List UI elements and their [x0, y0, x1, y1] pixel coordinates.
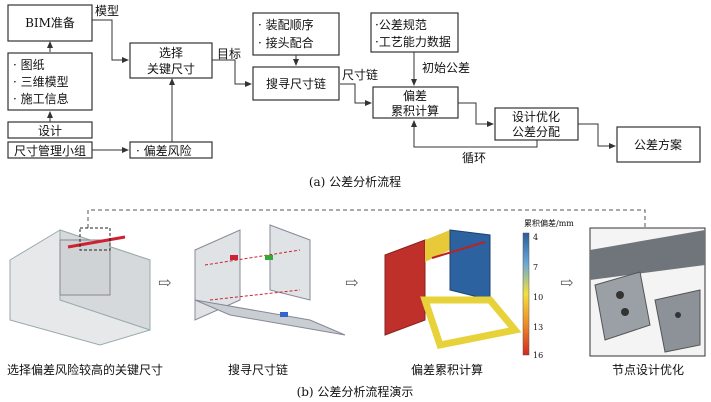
- colorbar-title: 累积偏差/mm: [524, 218, 574, 228]
- building-model-image: [9, 227, 151, 346]
- box-design: 设计: [7, 121, 93, 139]
- node-detail-image: [589, 227, 706, 357]
- spec-item: ·公差规范: [375, 17, 427, 32]
- colorbar-tick: 13: [533, 323, 543, 332]
- select-label: 关键尺寸: [147, 62, 195, 76]
- box-inputs: · 图纸 · 三维模型 · 施工信息: [7, 52, 93, 111]
- box-specs: ·公差规范 ·工艺能力数据: [370, 12, 459, 53]
- bim-label: BIM准备: [25, 16, 75, 30]
- caption-b: (b) 公差分析流程演示: [297, 384, 414, 399]
- box-assembly: · 装配顺序 · 接头配合: [252, 12, 340, 56]
- loop-label: 循环: [462, 151, 486, 165]
- arrow-icon: ⇨: [345, 273, 358, 292]
- assembly-item: · 装配顺序: [258, 17, 314, 32]
- spec-item: ·工艺能力数据: [375, 34, 451, 49]
- input-item: · 三维模型: [13, 75, 69, 89]
- risk-label: · 偏差风险: [136, 143, 192, 158]
- deviation-heatmap-image: [384, 229, 522, 350]
- colorbar-tick: 10: [533, 293, 543, 302]
- connectors: [47, 19, 616, 153]
- input-item: · 施工信息: [13, 91, 69, 106]
- box-bim: BIM准备: [7, 4, 93, 42]
- colorbar-tick: 4: [533, 233, 538, 242]
- step-label: 搜寻尺寸链: [228, 362, 288, 377]
- model-label: 模型: [95, 4, 119, 18]
- chain-label: 尺寸链: [342, 67, 378, 82]
- select-label: 选择: [159, 46, 183, 60]
- box-optimize: 设计优化 公差分配: [494, 107, 579, 141]
- box-select: 选择 关键尺寸: [129, 42, 213, 79]
- arrow-icon: ⇨: [158, 273, 171, 292]
- step-label: 偏差累积计算: [411, 362, 483, 377]
- box-accumulate: 偏差 累积计算: [372, 86, 459, 119]
- accumulate-label: 偏差: [403, 88, 427, 103]
- colorbar-tick: 7: [533, 263, 538, 272]
- optimize-label: 公差分配: [512, 125, 560, 139]
- arrow-icon: ⇨: [560, 273, 573, 292]
- colorbar-tick: 16: [533, 351, 543, 360]
- scheme-label: 公差方案: [634, 137, 682, 152]
- box-search: 搜寻尺寸链: [252, 66, 340, 101]
- box-scheme: 公差方案: [616, 126, 701, 163]
- assembly-item: · 接头配合: [258, 35, 314, 50]
- box-team: 尺寸管理小组: [7, 141, 93, 159]
- input-item: · 图纸: [13, 58, 45, 72]
- initial-label: 初始公差: [422, 61, 470, 75]
- caption-a: (a) 公差分析流程: [309, 174, 401, 189]
- dashed-link: [87, 209, 646, 228]
- design-label: 设计: [38, 124, 62, 138]
- search-label: 搜寻尺寸链: [266, 76, 326, 91]
- team-label: 尺寸管理小组: [14, 143, 86, 158]
- step-label: 选择偏差风险较高的关键尺寸: [7, 362, 163, 377]
- box-risk: · 偏差风险: [129, 141, 213, 159]
- optimize-label: 设计优化: [512, 110, 560, 124]
- target-label: 目标: [217, 47, 241, 61]
- step-label: 节点设计优化: [612, 363, 684, 377]
- colorbar: 累积偏差/mm 4 7 10 13 16: [522, 218, 574, 360]
- accumulate-label: 累积计算: [391, 103, 439, 118]
- dimension-chain-image: [194, 224, 346, 336]
